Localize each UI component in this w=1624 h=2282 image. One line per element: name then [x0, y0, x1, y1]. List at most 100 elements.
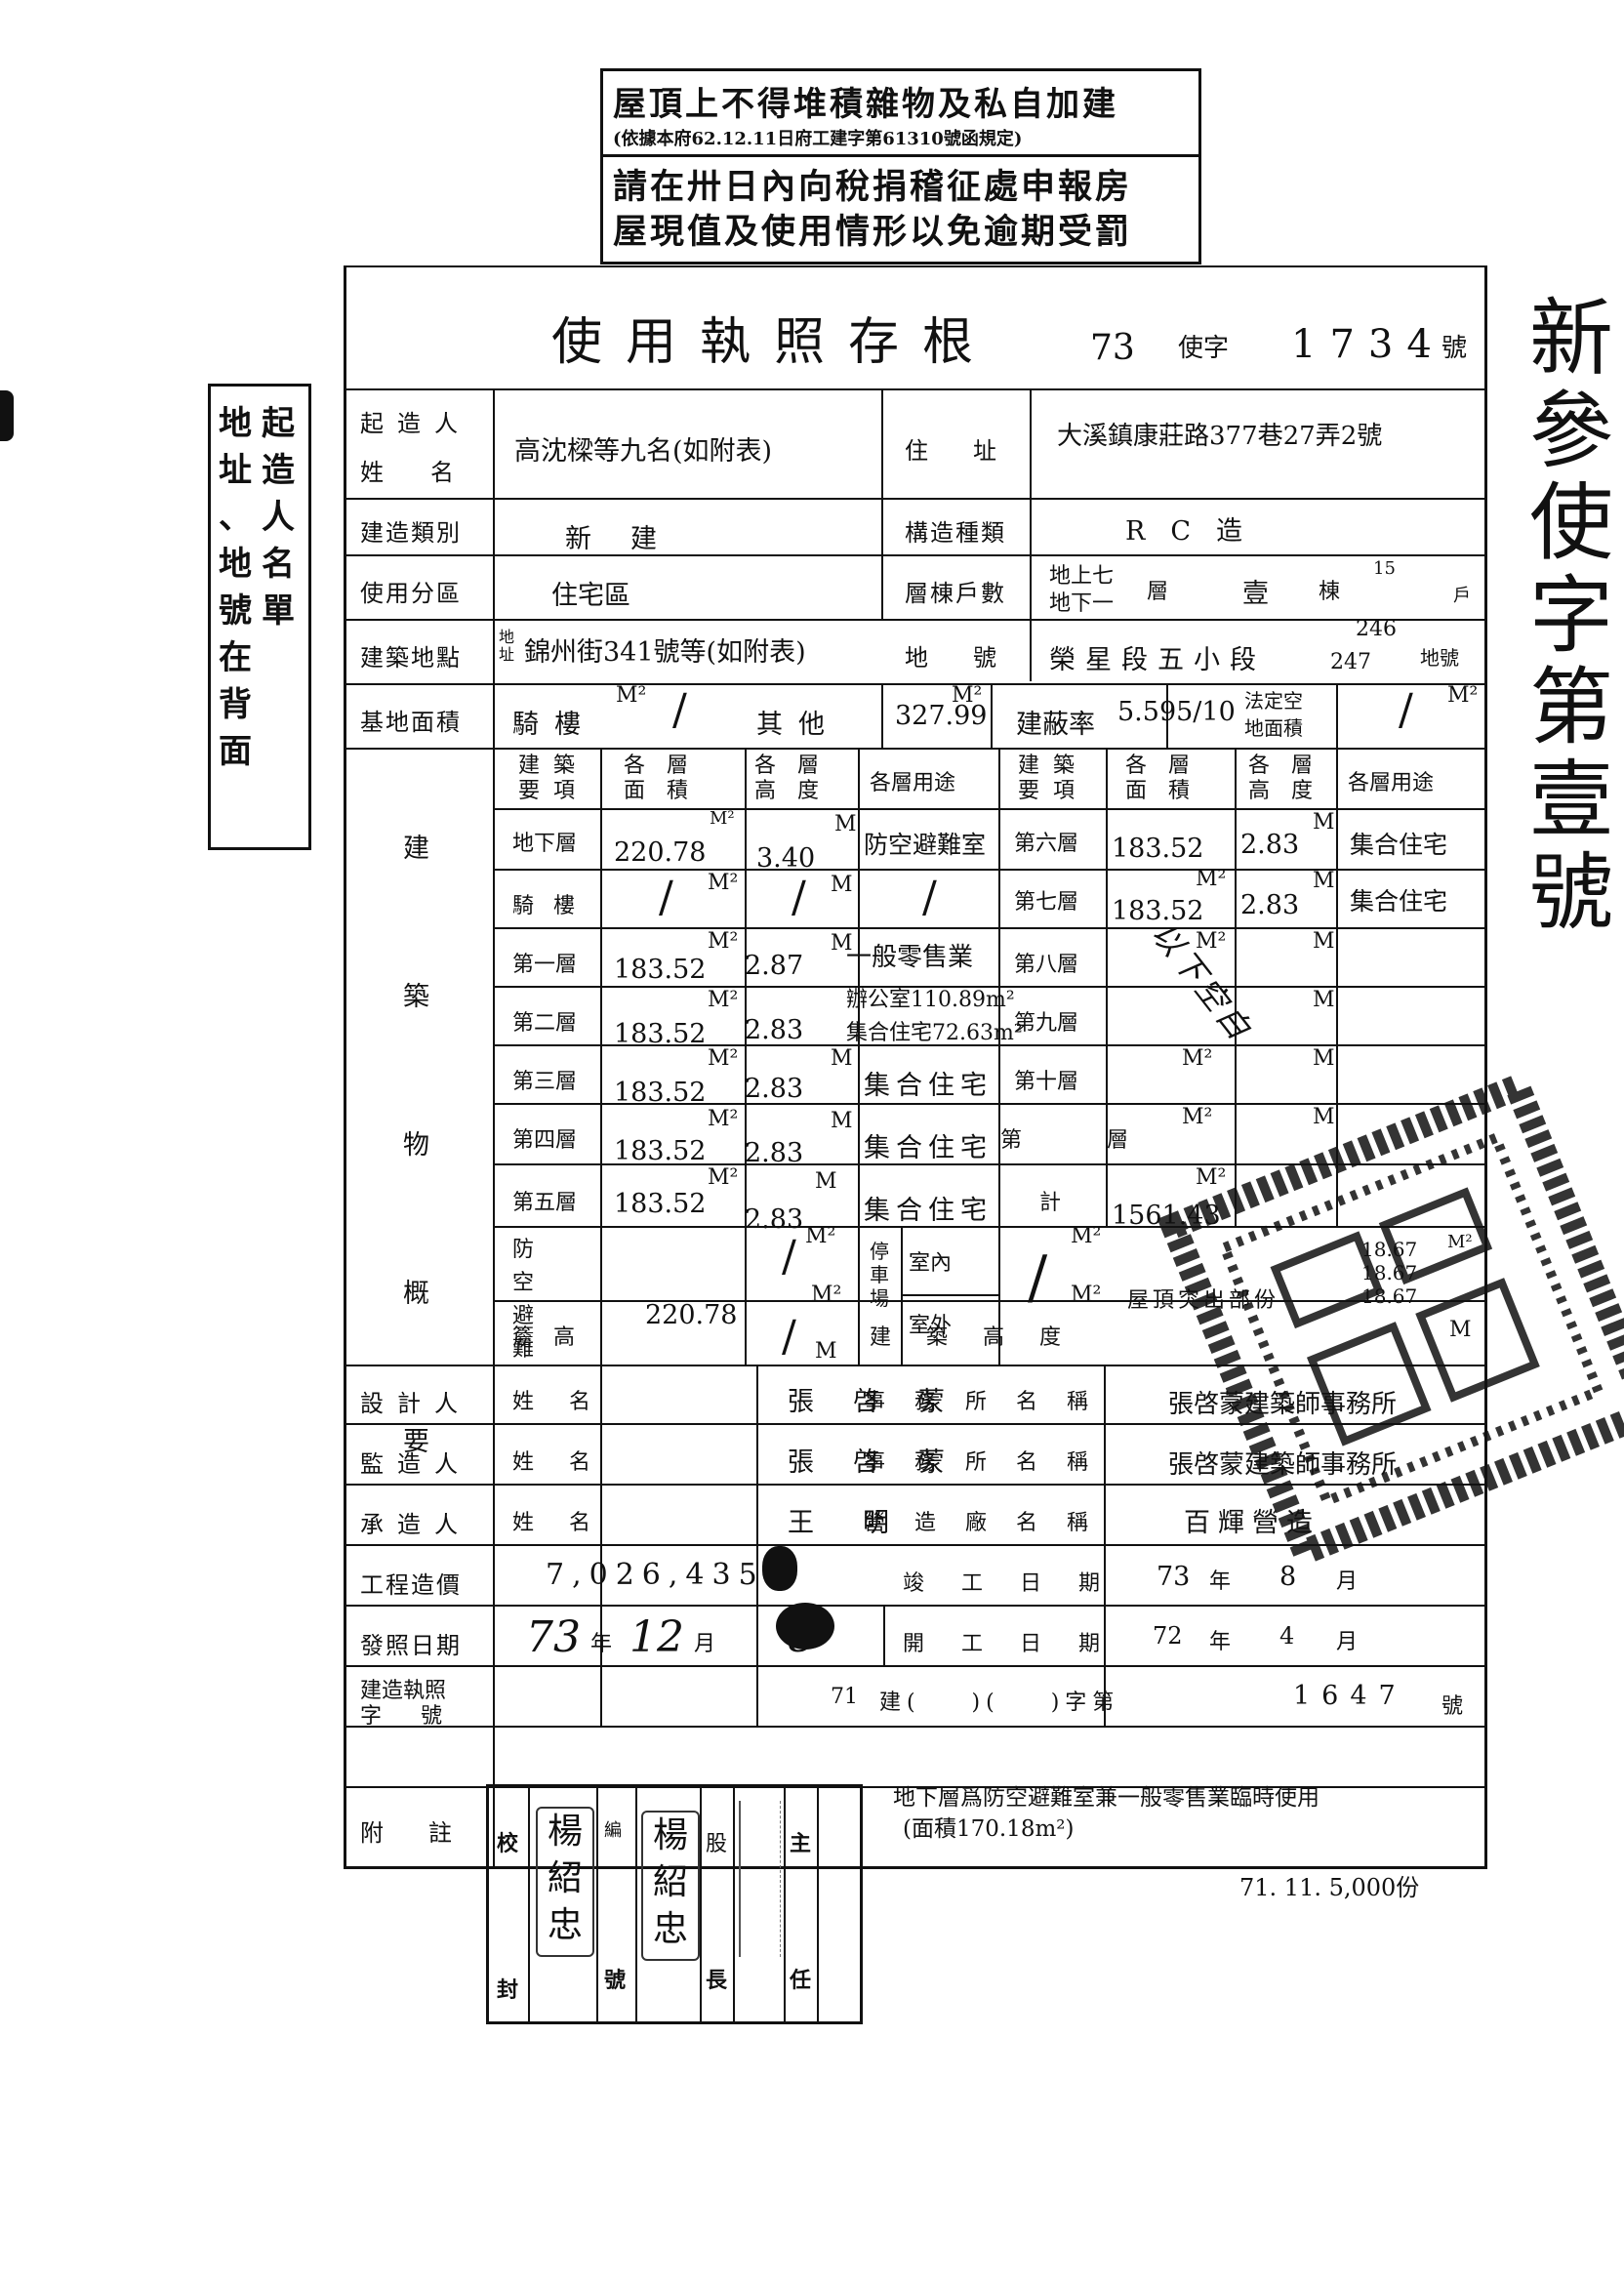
floor-height: 2.87	[745, 951, 804, 981]
floor-label: 騎樓	[512, 894, 595, 918]
start-year: 72	[1153, 1622, 1183, 1650]
unit: M	[1313, 929, 1335, 954]
contractor-name: 王明	[788, 1508, 938, 1538]
shelter-slash: /	[782, 1232, 796, 1282]
unit: M²	[708, 1165, 739, 1190]
side-note-col-1: 起造人名單	[262, 404, 295, 631]
stamp-col: 封	[497, 1977, 519, 2003]
permit-suffix: 號	[1441, 1694, 1464, 1719]
stamp-col: 號	[604, 1968, 627, 1993]
supervisor-label: 監造人	[360, 1450, 471, 1478]
issue-year: 73	[526, 1612, 581, 1662]
stamp-col: 校	[497, 1831, 519, 1856]
floor-area: 183.52	[614, 1136, 707, 1166]
unit: M²	[1182, 1046, 1213, 1071]
month-word: 月	[694, 1632, 716, 1656]
floor-label: 第九層	[1014, 1011, 1079, 1036]
building-section-label: 建築物概要	[403, 834, 429, 1457]
lot-label: 地號	[905, 644, 1041, 672]
build-type-label: 建造類別	[360, 519, 462, 547]
eaves-label: 簷高	[512, 1325, 595, 1350]
col-area-left: 各層面積	[624, 754, 710, 803]
household-word: 戶	[1453, 586, 1471, 606]
unit: M²	[1447, 1232, 1473, 1252]
floor-area: 183.52	[614, 1078, 707, 1108]
coverage-label: 建蔽率	[1016, 710, 1095, 740]
builder-label: 起造人	[360, 410, 471, 437]
complete-year: 73	[1157, 1562, 1191, 1592]
unit: M	[831, 1046, 853, 1071]
col-height-left: 各層高度	[754, 754, 841, 803]
floor-area: /	[659, 873, 673, 922]
floor-area: 220.78	[614, 837, 707, 868]
unit: M	[815, 1339, 837, 1364]
builder-name: 高沈樑等九名(如附表)	[514, 436, 773, 467]
unit: M	[831, 1109, 853, 1133]
arcade-unit: M²	[616, 683, 647, 708]
contractor-label: 承造人	[360, 1511, 471, 1538]
unit: M	[1313, 810, 1335, 835]
unit: M²	[1196, 929, 1227, 954]
official-seal-icon	[1157, 1070, 1624, 1569]
unit: M²	[1196, 867, 1227, 891]
address-value: 大溪鎮康莊路377巷27弄2號	[1057, 422, 1383, 451]
parking-outdoor: 室外	[909, 1314, 953, 1338]
floor-use: 一般零售業	[846, 943, 974, 972]
supervisor-office-label: 事務所名稱	[864, 1450, 1118, 1475]
col-area-right: 各層面積	[1125, 754, 1212, 803]
coverage-value: 5.595/10	[1117, 697, 1236, 727]
structure-label: 構造種類	[905, 519, 1006, 547]
site-address: 錦州街341號等(如附表)	[524, 637, 806, 668]
other-label: 其他	[756, 710, 840, 740]
form-title: 使用執照存根	[551, 313, 997, 372]
openspace-label-1: 法定空	[1244, 689, 1303, 713]
shelter-area: 220.78	[645, 1300, 738, 1330]
floor-label: 第四層	[512, 1128, 578, 1153]
side-note-col-2: 地址、地號在背面	[219, 404, 252, 771]
year-word: 年	[590, 1632, 613, 1656]
binding-mark	[0, 390, 14, 441]
building-word: 棟	[1319, 580, 1341, 604]
floor-label: 第十層	[1014, 1070, 1079, 1094]
floor-use-2: 集合住宅72.63m²	[846, 1021, 1023, 1045]
openspace-unit: M²	[1447, 683, 1479, 708]
remark-line-2: (面積170.18m²)	[903, 1816, 1075, 1842]
floor-label: 第二層	[512, 1011, 578, 1036]
floor-area: 183.52	[614, 1019, 707, 1049]
floor-height: 3.40	[756, 843, 816, 874]
floor-height: 2.83	[745, 1204, 804, 1235]
floor-height: 2.83	[1240, 890, 1300, 920]
floor-use: /	[922, 873, 937, 922]
other-area: 327.99	[895, 701, 988, 731]
permit-no: 1647	[1293, 1681, 1407, 1711]
floor-height: 2.83	[745, 1015, 804, 1045]
lot-no-1: 246	[1356, 617, 1397, 641]
floor-use: 集合住宅	[1350, 831, 1448, 859]
unit: M	[834, 812, 857, 836]
notice-line-4: 屋現值及使用情形以免逾期受罰	[613, 211, 1133, 252]
floor-label: 地下層	[512, 832, 578, 856]
unit: M²	[708, 929, 739, 954]
site-label: 建築地點	[360, 644, 462, 672]
unit: M	[1313, 1046, 1335, 1071]
lot-suffix: 地號	[1420, 646, 1459, 670]
permit-number-suffix: 號	[1441, 334, 1468, 363]
lot-desc: 榮星段五小段	[1049, 645, 1266, 675]
floor-use: 集合住宅	[864, 1133, 993, 1163]
floor-label: 第五層	[512, 1191, 578, 1215]
builder-name-label: 姓名	[360, 459, 501, 486]
col-use-left: 各層用途	[870, 771, 956, 795]
site-sub-label: 地址	[499, 628, 515, 664]
total-label: 計	[1039, 1191, 1062, 1215]
unit: M²	[710, 808, 735, 829]
year-word: 年	[1209, 1630, 1232, 1654]
parking-indoor: 室內	[909, 1251, 953, 1276]
unit: M	[1313, 988, 1335, 1012]
floor-area: 183.52	[614, 955, 707, 985]
stamp-col: 編	[604, 1820, 622, 1841]
arcade-label: 騎樓	[512, 710, 596, 740]
ink-blot	[762, 1546, 797, 1591]
permit-form: 使用執照存根 73 使字 1734 號 起造人 姓名 高沈樑等九名(如附表) 住…	[344, 265, 1487, 1869]
stamp-col: 任	[790, 1968, 812, 1993]
